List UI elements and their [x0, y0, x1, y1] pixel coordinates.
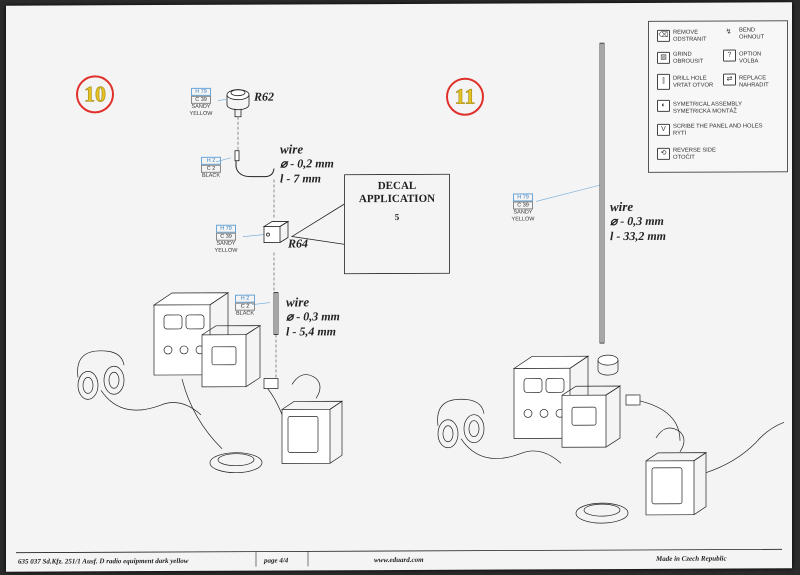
radio-set-left-drawing: [77, 292, 344, 474]
r64-block-drawing: [262, 220, 290, 243]
footer-url: www.eduard.com: [374, 555, 424, 565]
decal-callout-frame: [344, 173, 450, 275]
footer-made-in: Made in Czech Republic: [656, 554, 727, 563]
instruction-sheet: 10 11 R62 R64 H 79 C 39 SANDY YELLOW H 2…: [6, 2, 792, 572]
footer-product: 635 037 Sd.Kfz. 251/1 Ausf. D radio equi…: [18, 556, 189, 566]
footer-rule: [16, 548, 782, 567]
r62-knob-drawing: [226, 89, 250, 118]
decal-application-callout: DECAL APPLICATION 5: [344, 173, 450, 275]
radio-set-right-drawing: [437, 354, 785, 524]
footer-page: page 4/4: [264, 556, 289, 565]
